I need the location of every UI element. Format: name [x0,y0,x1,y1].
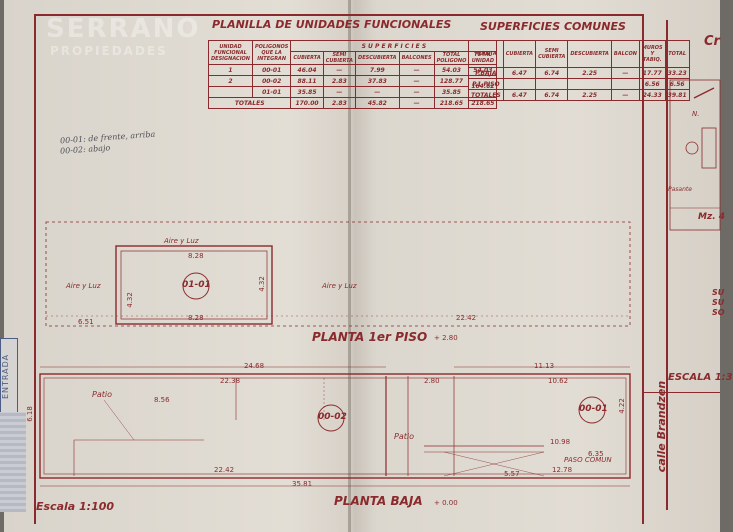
aire-luz-2: Aire y Luz [66,282,101,290]
cell: 6.47 [502,89,537,101]
table-row-totals: TOTALES 6.47 6.74 2.25 — 24.33 39.81 [468,89,690,101]
dim-557: 5.57 [504,470,520,478]
dim-2242b: 22.42 [456,314,477,322]
watermark: SERRANO [46,14,201,44]
cell: TOTAL [664,40,690,68]
dim-1113: 11.13 [534,362,555,370]
right-header: Cr [704,34,720,49]
unit-00-01-label: 00-01 [579,404,608,414]
dim-3581: 35.81 [292,480,313,488]
frame-right-2 [666,20,668,510]
cell: — [398,97,435,109]
table-row: 01-01 35.85 — — — 35.85 [208,86,497,98]
head-pol: POLIGONOS QUE LA INTEGRAN [251,40,292,65]
cell: PLANTA [468,40,504,68]
pasaje-label: Pasante [668,186,692,193]
right-scale-label: ESCALA 1:3 [668,372,733,383]
elevation-ground: + 0.00 [434,499,458,507]
north-label: N. [692,110,700,118]
paso-comun-label: PASO COMUN [564,456,612,464]
dim-280: 2.80 [424,377,440,385]
dim-upper-top: 8.28 [188,252,204,260]
cell: 218.65 [433,97,470,109]
patio-1-label: Patio [92,390,112,399]
dim-2238: 22.38 [220,377,241,385]
cell: 6.56 [664,78,690,90]
frame-right-sep [644,392,720,393]
block-label: Mz. 4 [698,212,726,222]
frame-right [642,14,644,524]
entrance-tab: ENTRADA [0,338,18,414]
common-title: SUPERFICIES COMUNES [480,20,626,33]
aire-luz-1: Aire y Luz [164,237,199,245]
dim-618: 6.18 [25,406,34,422]
dim-651: 6.51 [78,318,94,326]
unit-01-01-label: 01-01 [182,280,211,290]
dim-1098: 10.98 [550,438,571,446]
schedule-title: PLANILLA DE UNIDADES FUNCIONALES [212,18,452,31]
dim-422: 4.22 [617,398,626,414]
watermark-sub: PROPIEDADES [50,44,168,58]
floor-plans-drawing [39,79,721,487]
dim-1062: 10.62 [548,377,569,385]
cell: 6.74 [535,89,569,101]
scale-label: Escala 1:100 [36,500,115,513]
right-note-2: SU [712,298,725,307]
cell: — [610,89,640,101]
dim-635: 6.35 [588,450,604,458]
dim-upper-right: 4.32 [257,276,266,292]
aire-luz-3: Aire y Luz [322,282,357,290]
dim-1278: 12.78 [552,466,573,474]
common-table: PLANTA CUBIERTA SEMI CUBIERTA DESCUBIERT… [468,40,690,101]
street-label: calle Brandzen [655,380,669,473]
cell: TOTALES [468,89,504,101]
dim-856: 8.56 [154,396,170,404]
table-row-totals: TOTALES 170.00 2.83 45.82 — 218.65 218.6… [207,97,498,109]
frame-top [34,14,644,16]
cell: 45.82 [355,97,400,109]
elevation-upper: + 2.80 [434,334,458,342]
dim-upper-left: 4.32 [125,292,134,308]
cell: SEMI CUBIERTA [535,40,569,68]
right-note-1: SU [712,288,725,297]
unit-00-02-label: 00-02 [318,412,347,422]
cell: 2.83 [322,97,357,109]
dim-upper-bottom: 8.28 [188,314,204,322]
blueprint-sheet: SERRANO PROPIEDADES PLANILLA DE UNIDADES… [4,0,733,532]
patio-2-label: Patio [394,432,414,441]
sheet-fold [348,0,351,532]
upper-plan-title: PLANTA 1er PISO [312,330,428,344]
dim-2468: 24.68 [244,362,265,370]
paper-stamp [0,412,26,512]
ground-plan-title: PLANTA BAJA [334,494,423,508]
right-note-3: SO [712,308,725,317]
head-uf: UNIDAD FUNCIONAL DESIGNACION [208,40,253,65]
frame-left [34,14,36,524]
cell: CUBIERTA [502,40,537,68]
dim-2242: 22.42 [214,466,235,474]
cell: 39.81 [664,89,690,101]
